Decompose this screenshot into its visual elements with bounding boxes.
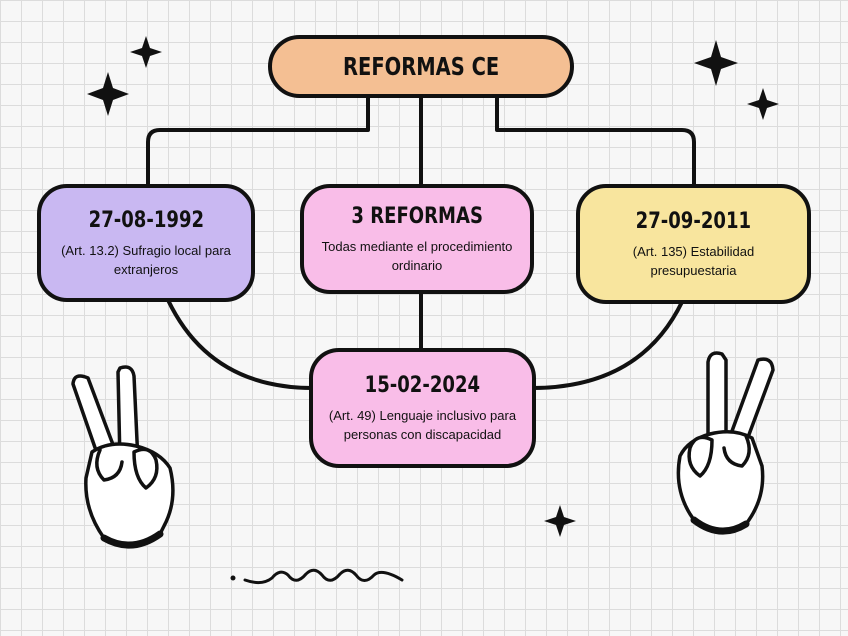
node-2024-desc: (Art. 49) Lenguaje inclusivo para person…: [328, 407, 517, 442]
node-2024-title: 15-02-2024: [364, 372, 481, 398]
node-reform-count-desc: Todas mediante el procedimiento ordinari…: [321, 238, 513, 273]
connector-right-bottom: [530, 300, 684, 390]
connector-root-right: [495, 96, 696, 189]
node-reform-count-title: 3 REFORMAS: [351, 203, 483, 229]
sparkle-icon: [130, 36, 162, 68]
node-2011-title: 27-09-2011: [635, 208, 752, 234]
root-title: REFORMAS CE: [342, 52, 500, 81]
squiggle-decoration: [243, 568, 404, 585]
node-2024: 15-02-2024 (Art. 49) Lenguaje inclusivo …: [309, 348, 536, 468]
sparkle-icon: [544, 505, 576, 537]
peace-hand-icon: [71, 365, 175, 549]
node-1992-title: 27-08-1992: [88, 207, 204, 233]
node-2011: 27-09-2011 (Art. 135) Estabilidad presup…: [576, 184, 811, 304]
root-node: REFORMAS CE: [268, 35, 574, 98]
sparkle-icon: [87, 72, 129, 116]
peace-hand-icon: [676, 351, 775, 535]
connector-left-bottom: [166, 298, 315, 390]
node-1992-desc: (Art. 13.2) Sufragio local para extranje…: [61, 242, 231, 277]
connector-root-left: [146, 96, 370, 187]
node-1992: 27-08-1992 (Art. 13.2) Sufragio local pa…: [37, 184, 255, 302]
node-2011-desc: (Art. 135) Estabilidad presupuestaria: [632, 243, 755, 278]
sparkle-icon: [747, 88, 779, 120]
dot-decoration: [230, 575, 236, 581]
sparkle-icon: [694, 40, 738, 86]
node-reform-count: 3 REFORMAS Todas mediante el procedimien…: [300, 184, 534, 294]
